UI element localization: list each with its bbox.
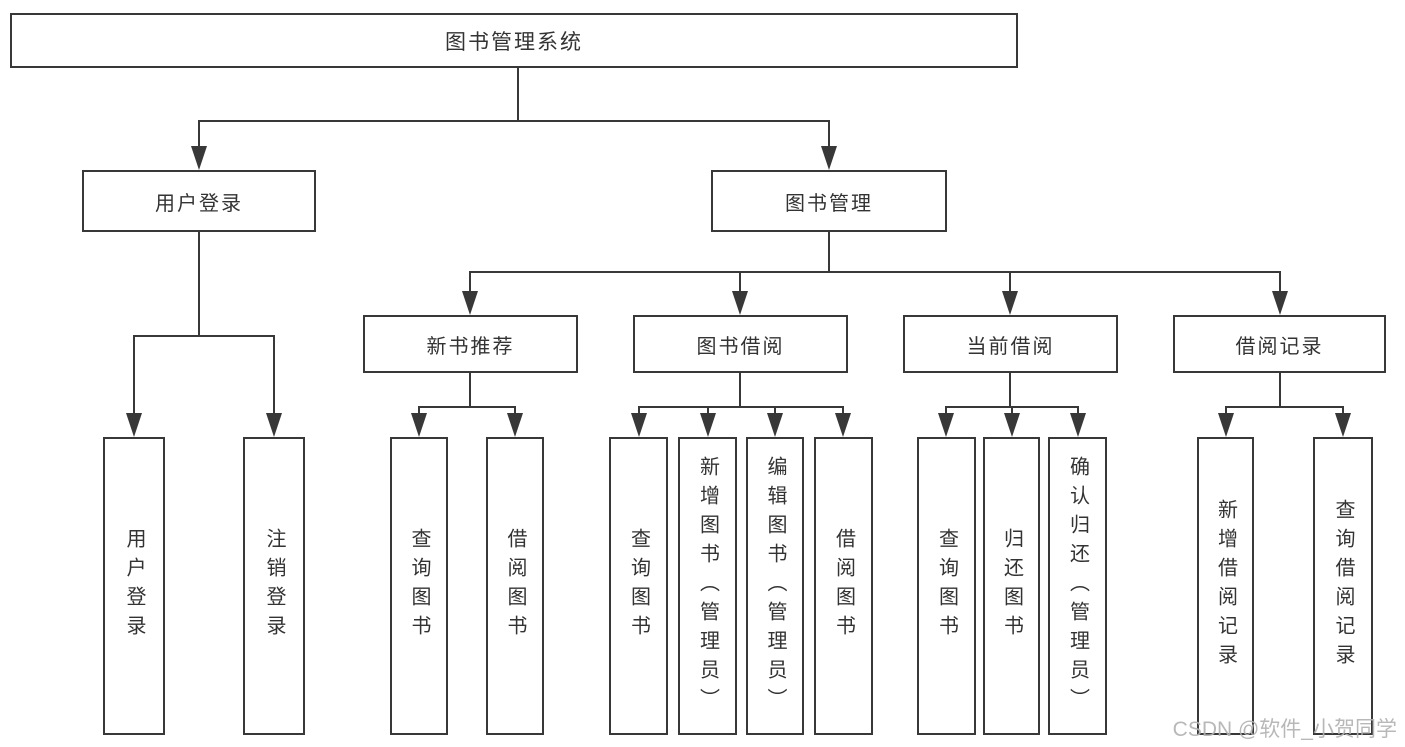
connector-borrow-records-to-leaves — [1218, 373, 1351, 437]
node-leaf-user-login: 用户登录 — [103, 437, 165, 735]
csdn-watermark: CSDN @软件_小贺同学 — [1172, 718, 1397, 741]
node-label: 借阅记录 — [1235, 335, 1324, 358]
node-label: 图书借阅 — [696, 335, 785, 358]
node-leaf-confirm-return-admin: 确认归还（管理员） — [1048, 437, 1107, 735]
connector-user-login-to-leaves — [126, 232, 282, 437]
node-label: 归还图书 — [1000, 528, 1023, 644]
node-new-book-recommendation: 新书推荐 — [363, 315, 578, 373]
node-label: 借阅图书 — [504, 528, 526, 644]
node-leaf-borrow-books-recommend: 借阅图书 — [486, 437, 544, 735]
node-leaf-query-books-current: 查询图书 — [917, 437, 976, 735]
node-book-borrowing: 图书借阅 — [633, 315, 848, 373]
node-leaf-logout: 注销登录 — [243, 437, 305, 735]
node-leaf-edit-books-admin: 编辑图书（管理员） — [746, 437, 804, 735]
node-leaf-query-borrow-record: 查询借阅记录 — [1313, 437, 1373, 735]
node-book-management: 图书管理 — [711, 170, 947, 232]
connector-book-management-to-level2 — [462, 232, 1288, 315]
node-label: 用户登录 — [155, 192, 243, 215]
connector-new-book-recommend-to-leaves — [411, 373, 523, 437]
node-label: 图书管理 — [785, 192, 873, 215]
node-library-management-system: 图书管理系统 — [10, 13, 1018, 68]
node-borrowing-records: 借阅记录 — [1173, 315, 1386, 373]
node-user-login: 用户登录 — [82, 170, 316, 232]
node-label: 新增借阅记录 — [1214, 499, 1237, 673]
connector-root-to-level1 — [191, 68, 837, 170]
node-label: 编辑图书（管理员） — [764, 455, 786, 717]
node-leaf-borrow-books: 借阅图书 — [814, 437, 873, 735]
node-leaf-query-books-recommend: 查询图书 — [390, 437, 448, 735]
node-label: 新增图书（管理员） — [696, 455, 719, 717]
node-label: 注销登录 — [263, 528, 285, 644]
node-label: 查询图书 — [935, 528, 958, 644]
node-label: 当前借阅 — [966, 335, 1055, 358]
node-current-borrowing: 当前借阅 — [903, 315, 1118, 373]
node-label: 用户登录 — [123, 528, 145, 644]
node-label: 图书管理系统 — [445, 30, 583, 54]
node-label: 查询图书 — [408, 528, 430, 644]
node-label: 查询借阅记录 — [1332, 499, 1354, 673]
connector-current-borrow-to-leaves — [938, 373, 1086, 437]
node-label: 新书推荐 — [426, 335, 515, 358]
node-leaf-return-books: 归还图书 — [983, 437, 1040, 735]
node-label: 确认归还（管理员） — [1066, 455, 1089, 717]
node-label: 查询图书 — [627, 528, 650, 644]
node-label: 借阅图书 — [832, 528, 855, 644]
connector-book-borrow-to-leaves — [631, 373, 851, 437]
node-leaf-query-books-borrow: 查询图书 — [609, 437, 668, 735]
node-leaf-add-borrow-record: 新增借阅记录 — [1197, 437, 1254, 735]
node-leaf-add-books-admin: 新增图书（管理员） — [678, 437, 737, 735]
